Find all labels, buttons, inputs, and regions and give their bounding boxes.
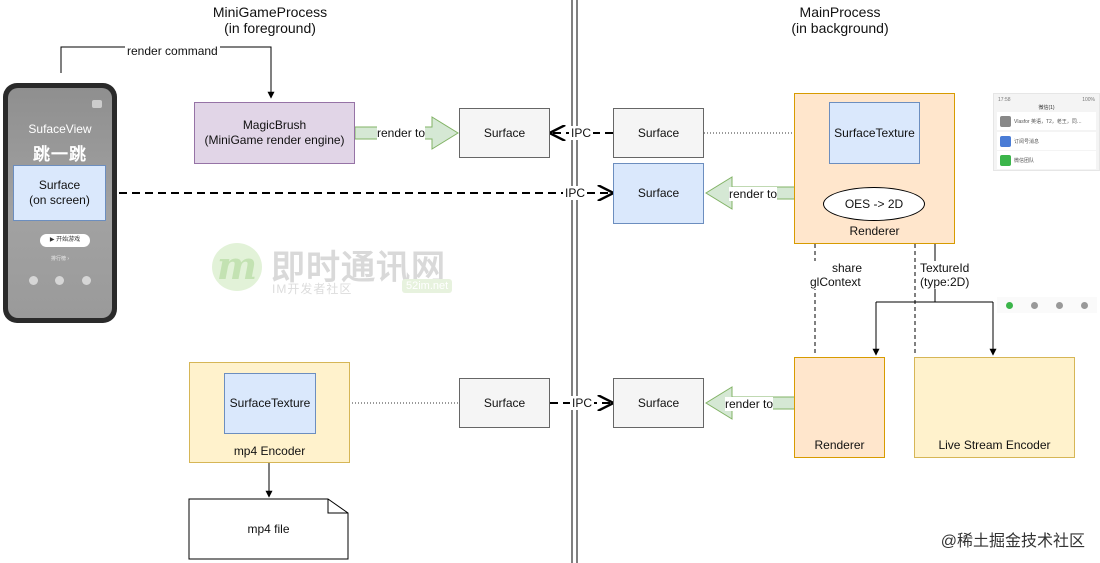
render-to-label-3: render to — [725, 397, 774, 411]
credit-text: @稀土掘金技术社区 — [940, 533, 1085, 550]
magicbrush-node: MagicBrush(MiniGame render engine) — [194, 102, 355, 164]
avatar — [1000, 154, 1011, 166]
nav-settings-icon — [82, 276, 92, 285]
main-process-title: MainProcess (in background) — [791, 4, 889, 36]
renderer-bottom-label: Renderer — [814, 438, 865, 452]
watermark-subtitle: IM开发者社区 — [272, 282, 353, 296]
ipc-label-3: IPC — [570, 396, 595, 410]
leaderboard-link: 排行榜 › — [50, 256, 70, 262]
contacts-tab-icon — [1031, 301, 1038, 309]
renderer-top-label: Renderer — [849, 224, 900, 238]
surface-main-mid: Surface — [613, 163, 704, 224]
share-glcontext-label: share glContext — [808, 261, 865, 289]
start-game-button: ▶ 开始游戏 — [40, 234, 90, 247]
surface-view-label: SufaceView — [28, 122, 92, 136]
minigame-process-title: MiniGameProcess (in foreground) — [212, 4, 328, 36]
thumb-row: Vlasfor 英语，T2，老王，同… — [997, 112, 1096, 130]
surface-texture-top: SurfaceTexture — [829, 102, 920, 164]
thumb-row: 订阅号消息 — [997, 132, 1096, 150]
surface-main-top: Surface — [613, 108, 704, 158]
nav-home-icon — [28, 276, 38, 285]
mp4-encoder-label: mp4 Encoder — [233, 444, 306, 458]
mp4-file-label: mp4 file — [247, 522, 290, 536]
oes-to-2d-node: OES -> 2D — [823, 187, 925, 221]
surface-foreground-bottom: Surface — [459, 378, 550, 428]
thumb-time: 17:58 — [998, 97, 1011, 103]
thumb-status: 100% — [1082, 97, 1095, 103]
render-to-label-1: render to — [377, 126, 426, 140]
live-stream-encoder-label: Live Stream Encoder — [938, 438, 1051, 452]
surface-main-bottom: Surface — [613, 378, 704, 428]
mp4-file-shape — [188, 498, 349, 560]
ipc-label-1: IPC — [569, 126, 594, 140]
thumb-title: 微信(1) — [1038, 105, 1055, 111]
thumb-row: 微信团队 — [997, 151, 1096, 169]
chats-tab-icon — [1006, 301, 1013, 309]
watermark-logo: m — [212, 243, 262, 291]
live-stream-encoder-node: Live Stream Encoder — [914, 357, 1075, 458]
discover-tab-icon — [1056, 301, 1063, 309]
nav-friends-icon — [55, 276, 65, 285]
game-title: 跳一跳 — [33, 145, 87, 164]
surface-on-screen: Surface(on screen) — [13, 165, 106, 221]
me-tab-icon — [1081, 301, 1088, 309]
watermark-url: 52im.net — [402, 279, 453, 293]
render-to-label-2: render to — [729, 187, 778, 201]
avatar — [1000, 115, 1011, 127]
renderer-bottom-node: Renderer — [794, 357, 885, 458]
render-command-label: render command — [125, 44, 220, 58]
ipc-label-2: IPC — [563, 186, 588, 200]
battery-icon — [92, 100, 102, 108]
wechat-tabbar-thumbnail — [997, 297, 1097, 313]
surface-foreground-top: Surface — [459, 108, 550, 158]
textureid-label: TextureId (type:2D) — [920, 261, 970, 289]
phone-nav-icons — [8, 276, 112, 285]
avatar — [1000, 135, 1011, 147]
surface-texture-bottom: SurfaceTexture — [224, 373, 316, 434]
wechat-screenshot-thumbnail: 17:58 100% 微信(1) Vlasfor 英语，T2，老王，同… 订阅号… — [993, 93, 1100, 171]
